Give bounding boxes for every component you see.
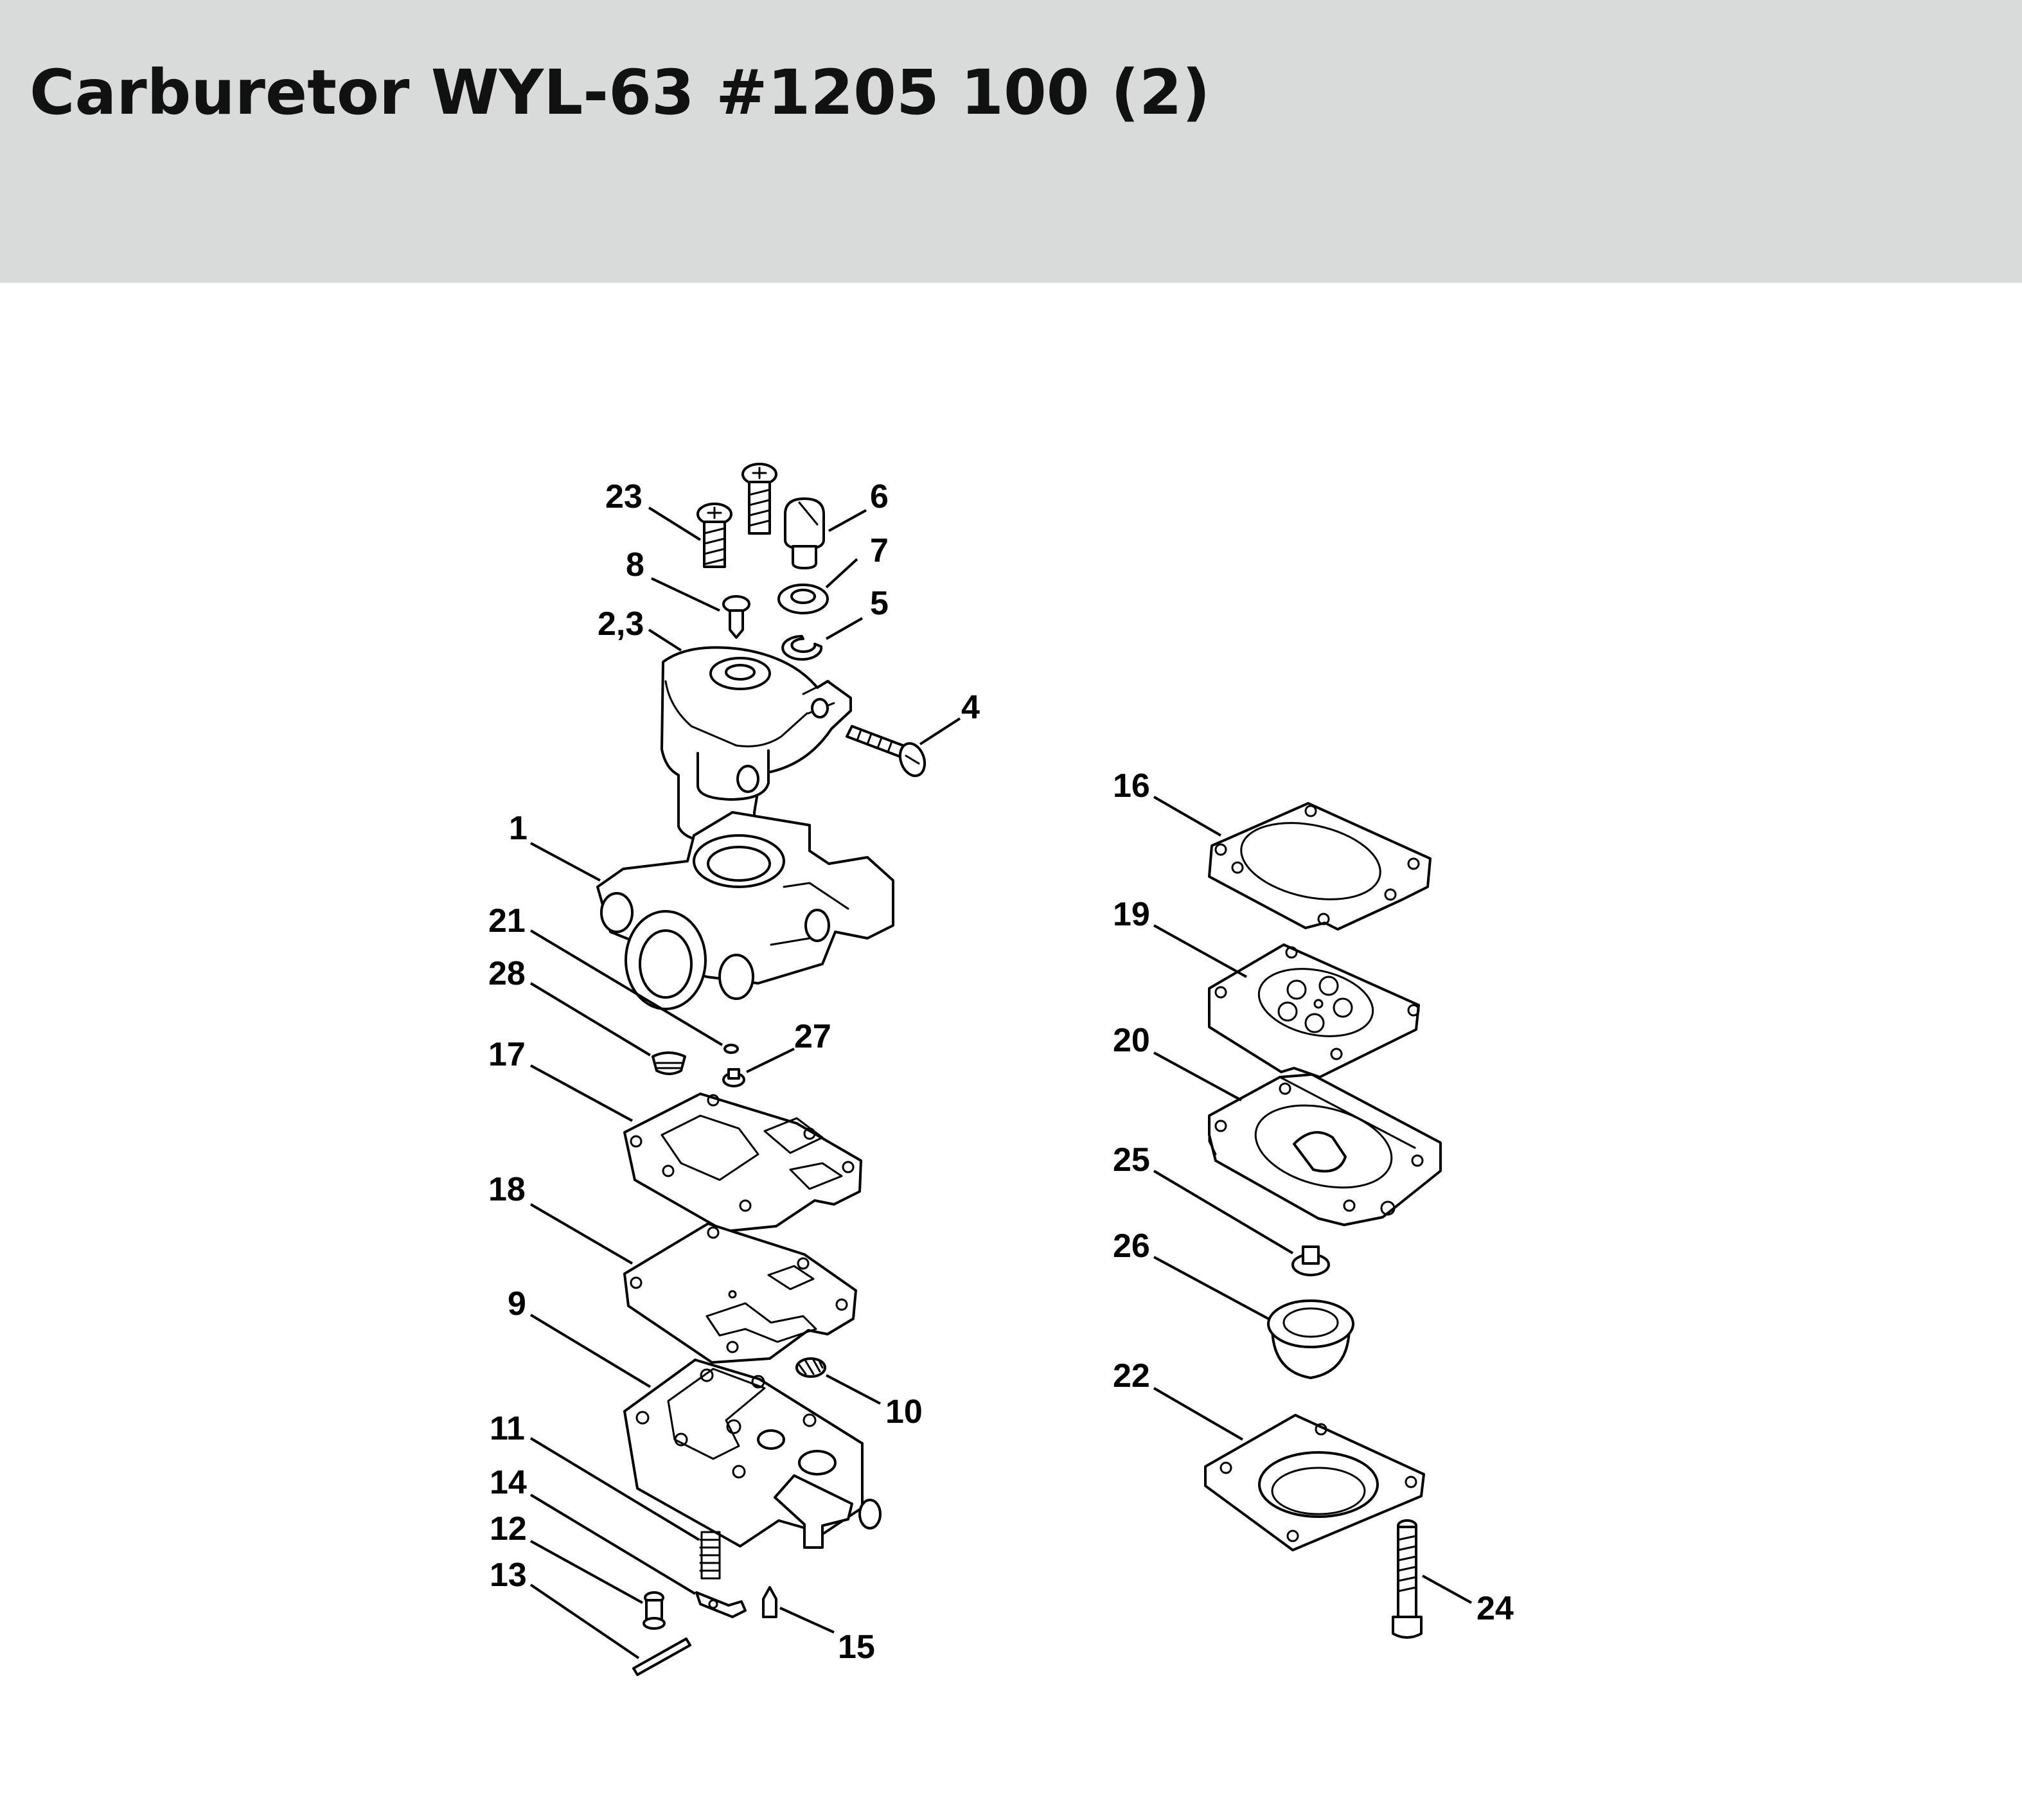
part-5-e-clip[interactable] — [781, 635, 823, 661]
callout-15[interactable]: 15 — [838, 1628, 875, 1666]
part-23-screw[interactable] — [696, 503, 732, 568]
part-9-pump-housing[interactable] — [623, 1359, 882, 1549]
part-25-valve[interactable] — [1291, 1245, 1330, 1276]
leader-1 — [530, 842, 601, 882]
part-14-lever[interactable] — [695, 1591, 747, 1618]
leader-6 — [828, 509, 867, 532]
leader-5 — [826, 617, 863, 640]
leader-26 — [1153, 1256, 1269, 1320]
callout-9[interactable]: 9 — [508, 1285, 526, 1323]
leader-25 — [1153, 1170, 1294, 1254]
callout-5[interactable]: 5 — [870, 585, 889, 622]
callout-6[interactable]: 6 — [870, 478, 889, 515]
leader-8 — [651, 577, 720, 612]
part-16-gasket[interactable] — [1208, 802, 1432, 931]
header-bar: Carburetor WYL-63 #1205 100 (2) — [0, 0, 2022, 283]
part-15-inlet-needle[interactable] — [762, 1586, 777, 1618]
callout-28[interactable]: 28 — [488, 955, 526, 992]
part-21-o-ring[interactable] — [723, 1044, 739, 1054]
leader-2-3 — [648, 629, 682, 652]
callout-10[interactable]: 10 — [885, 1393, 923, 1431]
part-4-screw[interactable] — [846, 725, 929, 780]
part-28-screen[interactable] — [652, 1051, 686, 1075]
part-27-valve[interactable] — [722, 1068, 745, 1087]
callout-23[interactable]: 23 — [605, 478, 643, 515]
callout-26[interactable]: 26 — [1113, 1227, 1150, 1265]
callout-7[interactable]: 7 — [870, 532, 889, 569]
leader-24 — [1422, 1575, 1472, 1604]
callout-11[interactable]: 11 — [490, 1410, 525, 1447]
part-20-cover[interactable] — [1208, 1073, 1442, 1226]
leader-11 — [529, 1437, 700, 1541]
part-screw-top[interactable] — [741, 463, 777, 535]
leader-4 — [919, 717, 961, 745]
leader-27 — [746, 1048, 795, 1073]
callout-8[interactable]: 8 — [626, 546, 644, 584]
leader-13 — [529, 1584, 640, 1659]
callout-13[interactable]: 13 — [490, 1557, 527, 1594]
leader-21 — [529, 929, 723, 1046]
callout-25[interactable]: 25 — [1113, 1141, 1150, 1179]
callout-16[interactable]: 16 — [1113, 767, 1150, 805]
part-18-diaphragm[interactable] — [623, 1222, 857, 1364]
part-24-long-screw[interactable] — [1392, 1519, 1423, 1639]
callout-20[interactable]: 20 — [1113, 1022, 1150, 1059]
leader-7 — [825, 558, 858, 589]
callout-24[interactable]: 24 — [1477, 1590, 1514, 1627]
part-26-primer-bulb[interactable] — [1267, 1299, 1354, 1379]
callout-18[interactable]: 18 — [488, 1171, 526, 1208]
callout-4[interactable]: 4 — [961, 689, 980, 726]
leader-17 — [530, 1064, 633, 1122]
callout-12[interactable]: 12 — [490, 1510, 527, 1548]
leader-12 — [530, 1540, 643, 1604]
callout-22[interactable]: 22 — [1113, 1357, 1150, 1395]
callout-2-3[interactable]: 2,3 — [598, 605, 644, 643]
part-11-spring[interactable] — [699, 1531, 721, 1580]
part-13-pin[interactable] — [632, 1637, 691, 1676]
leader-22 — [1153, 1387, 1244, 1441]
part-22-primer-housing[interactable] — [1204, 1414, 1425, 1551]
part-7-washer[interactable] — [777, 584, 829, 614]
callout-21[interactable]: 21 — [488, 902, 526, 940]
leader-14 — [529, 1494, 696, 1595]
page-title: Carburetor WYL-63 #1205 100 (2) — [30, 57, 1211, 129]
leader-15 — [779, 1607, 835, 1634]
leader-10 — [826, 1374, 881, 1405]
part-8-pin[interactable] — [722, 595, 750, 639]
part-2-3-throttle-shaft-body[interactable] — [661, 646, 852, 844]
callout-14[interactable]: 14 — [490, 1464, 527, 1501]
leader-9 — [529, 1314, 652, 1388]
leader-28 — [529, 982, 652, 1057]
leader-18 — [529, 1203, 634, 1265]
callout-19[interactable]: 19 — [1113, 896, 1150, 933]
part-1-carburetor-body[interactable] — [596, 811, 894, 1010]
leader-20 — [1153, 1051, 1242, 1102]
part-6-adjusting-screw[interactable] — [784, 497, 825, 569]
callout-1[interactable]: 1 — [509, 810, 528, 847]
part-17-gasket[interactable] — [623, 1093, 862, 1233]
leader-19 — [1153, 924, 1247, 978]
part-19-diaphragm[interactable] — [1208, 943, 1420, 1078]
leader-16 — [1153, 796, 1221, 837]
callout-27[interactable]: 27 — [794, 1018, 831, 1055]
callout-17[interactable]: 17 — [488, 1036, 526, 1073]
leader-23 — [648, 506, 702, 541]
part-12-screw[interactable] — [643, 1591, 666, 1630]
part-10-screen[interactable] — [795, 1357, 826, 1378]
